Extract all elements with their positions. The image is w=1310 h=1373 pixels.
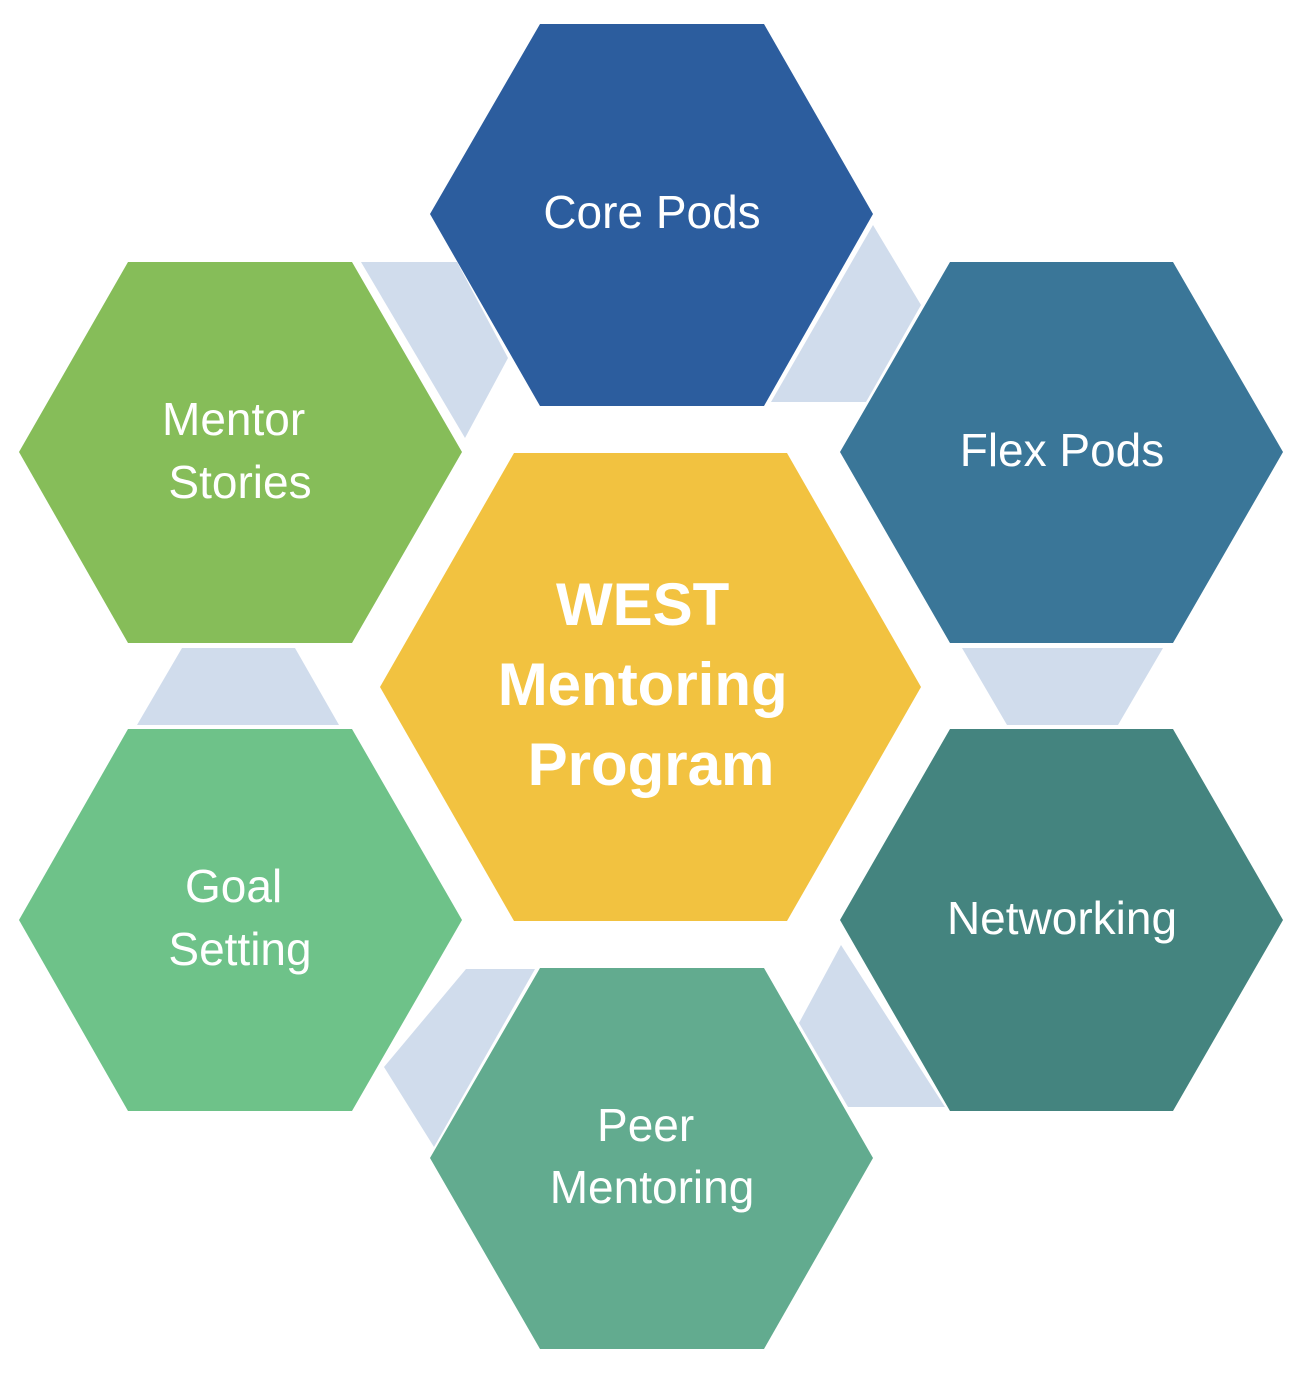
node-goal-setting-shape	[19, 729, 462, 1111]
connector-networking-peer	[799, 945, 945, 1107]
node-mentor-stories-label: Mentor Stories	[162, 393, 318, 508]
connector-mentor-core	[361, 262, 508, 438]
center-title-line-1: WEST	[556, 571, 729, 638]
node-goal-setting-line-1: Goal	[185, 860, 282, 912]
node-core-pods-shape	[430, 24, 873, 406]
node-mentor-stories-line-1: Mentor	[162, 393, 305, 445]
connector-flex-networking	[962, 648, 1163, 725]
center-title-line-2: Mentoring	[498, 651, 788, 718]
center-hexagon-shape	[380, 453, 921, 921]
center-hexagon: WEST Mentoring Program	[380, 453, 921, 921]
node-mentor-stories-line-2: Stories	[168, 456, 311, 508]
node-goal-setting: Goal Setting	[19, 729, 462, 1111]
node-flex-pods-line-1: Flex Pods	[960, 424, 1165, 476]
node-networking-line-1: Networking	[947, 892, 1177, 944]
node-flex-pods-shape	[840, 262, 1283, 643]
node-mentor-stories-shape	[19, 262, 462, 643]
node-core-pods-label: Core Pods	[543, 186, 760, 238]
node-flex-pods-label: Flex Pods	[960, 424, 1165, 476]
node-core-pods: Core Pods	[430, 24, 873, 406]
connector-peer-goal	[384, 969, 535, 1147]
node-peer-mentoring-line-1: Peer	[597, 1099, 694, 1151]
node-goal-setting-label: Goal Setting	[168, 860, 311, 975]
connectors	[137, 225, 1163, 1147]
node-goal-setting-line-2: Setting	[168, 923, 311, 975]
center-title: WEST Mentoring Program	[498, 571, 805, 798]
node-flex-pods: Flex Pods	[840, 262, 1283, 643]
node-peer-mentoring: Peer Mentoring	[430, 968, 873, 1349]
node-peer-mentoring-line-2: Mentoring	[550, 1161, 755, 1213]
node-networking-shape	[840, 729, 1283, 1111]
node-peer-mentoring-shape	[430, 968, 873, 1349]
node-peer-mentoring-label: Peer Mentoring	[550, 1099, 755, 1213]
center-title-line-3: Program	[528, 731, 775, 798]
node-networking: Networking	[840, 729, 1283, 1111]
node-core-pods-line-1: Core Pods	[543, 186, 760, 238]
connector-goal-mentor	[137, 648, 339, 725]
connector-core-flex	[771, 225, 921, 402]
node-networking-label: Networking	[947, 892, 1177, 944]
node-mentor-stories: Mentor Stories	[19, 262, 462, 643]
